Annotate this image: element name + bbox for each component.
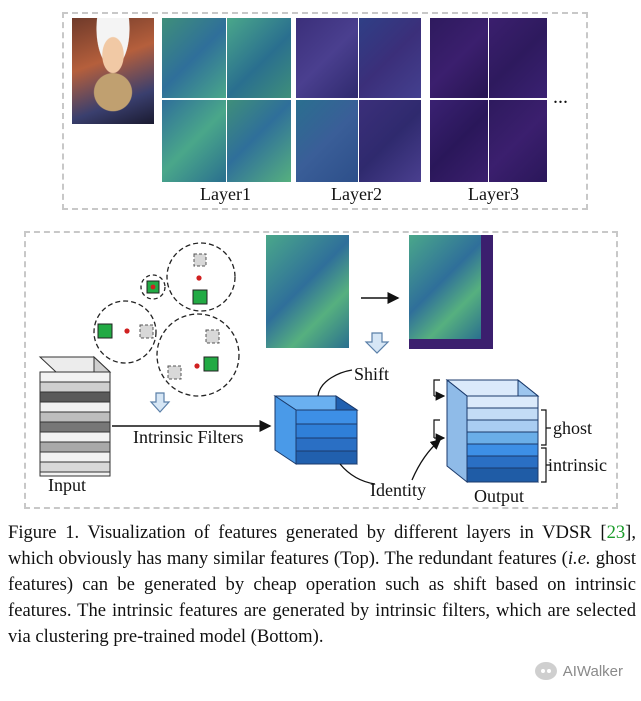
down-arrow-icon	[364, 332, 390, 354]
intrinsic-features-block	[273, 395, 359, 465]
filter-clusters	[93, 242, 240, 397]
figure-caption: Figure 1. Visualization of features gene…	[8, 520, 636, 650]
layer2-label: Layer2	[331, 184, 382, 204]
feature-map	[227, 18, 291, 98]
shift-label: Shift	[354, 364, 390, 384]
feature-map	[489, 100, 547, 182]
feature-map	[359, 18, 421, 98]
feature-map	[296, 18, 358, 98]
feature-map	[430, 100, 488, 182]
input-label: Input	[48, 475, 86, 495]
feature-map	[227, 100, 291, 182]
input-photo	[72, 18, 154, 124]
citation-link[interactable]: 23	[606, 522, 626, 543]
feature-map	[430, 18, 488, 98]
wechat-icon	[534, 662, 557, 680]
feature-map	[162, 18, 226, 98]
caption-ie: i.e.	[567, 548, 591, 569]
feature-map-shifted	[409, 235, 493, 349]
layer3-label: Layer3	[468, 184, 519, 204]
watermark-text: AIWalker	[562, 662, 623, 680]
ellipsis: ...	[553, 86, 568, 108]
top-panel	[62, 12, 588, 210]
output-label: Output	[474, 486, 525, 506]
caption-text-2: ], which obviously has many similar feat…	[8, 522, 636, 569]
identity-label: Identity	[370, 480, 426, 500]
feature-map	[489, 18, 547, 98]
feature-map	[162, 100, 226, 182]
caption-text-1: Figure 1. Visualization of features gene…	[8, 522, 607, 543]
layer1-label: Layer1	[200, 184, 251, 204]
watermark: AIWalker	[534, 662, 623, 680]
input-stack	[38, 355, 112, 477]
feature-map-original	[266, 235, 349, 348]
caption-text-3: ghost features) can be generated by chea…	[8, 548, 636, 647]
output-stack	[445, 378, 540, 484]
feature-map	[359, 100, 421, 182]
bottom-panel	[24, 231, 618, 509]
ghost-label: ghost	[553, 418, 593, 438]
intrinsic-filters-label: Intrinsic Filters	[133, 427, 244, 447]
feature-map	[296, 100, 358, 182]
intrinsic-label: intrinsic	[548, 455, 607, 475]
down-arrow-icon	[149, 392, 171, 413]
